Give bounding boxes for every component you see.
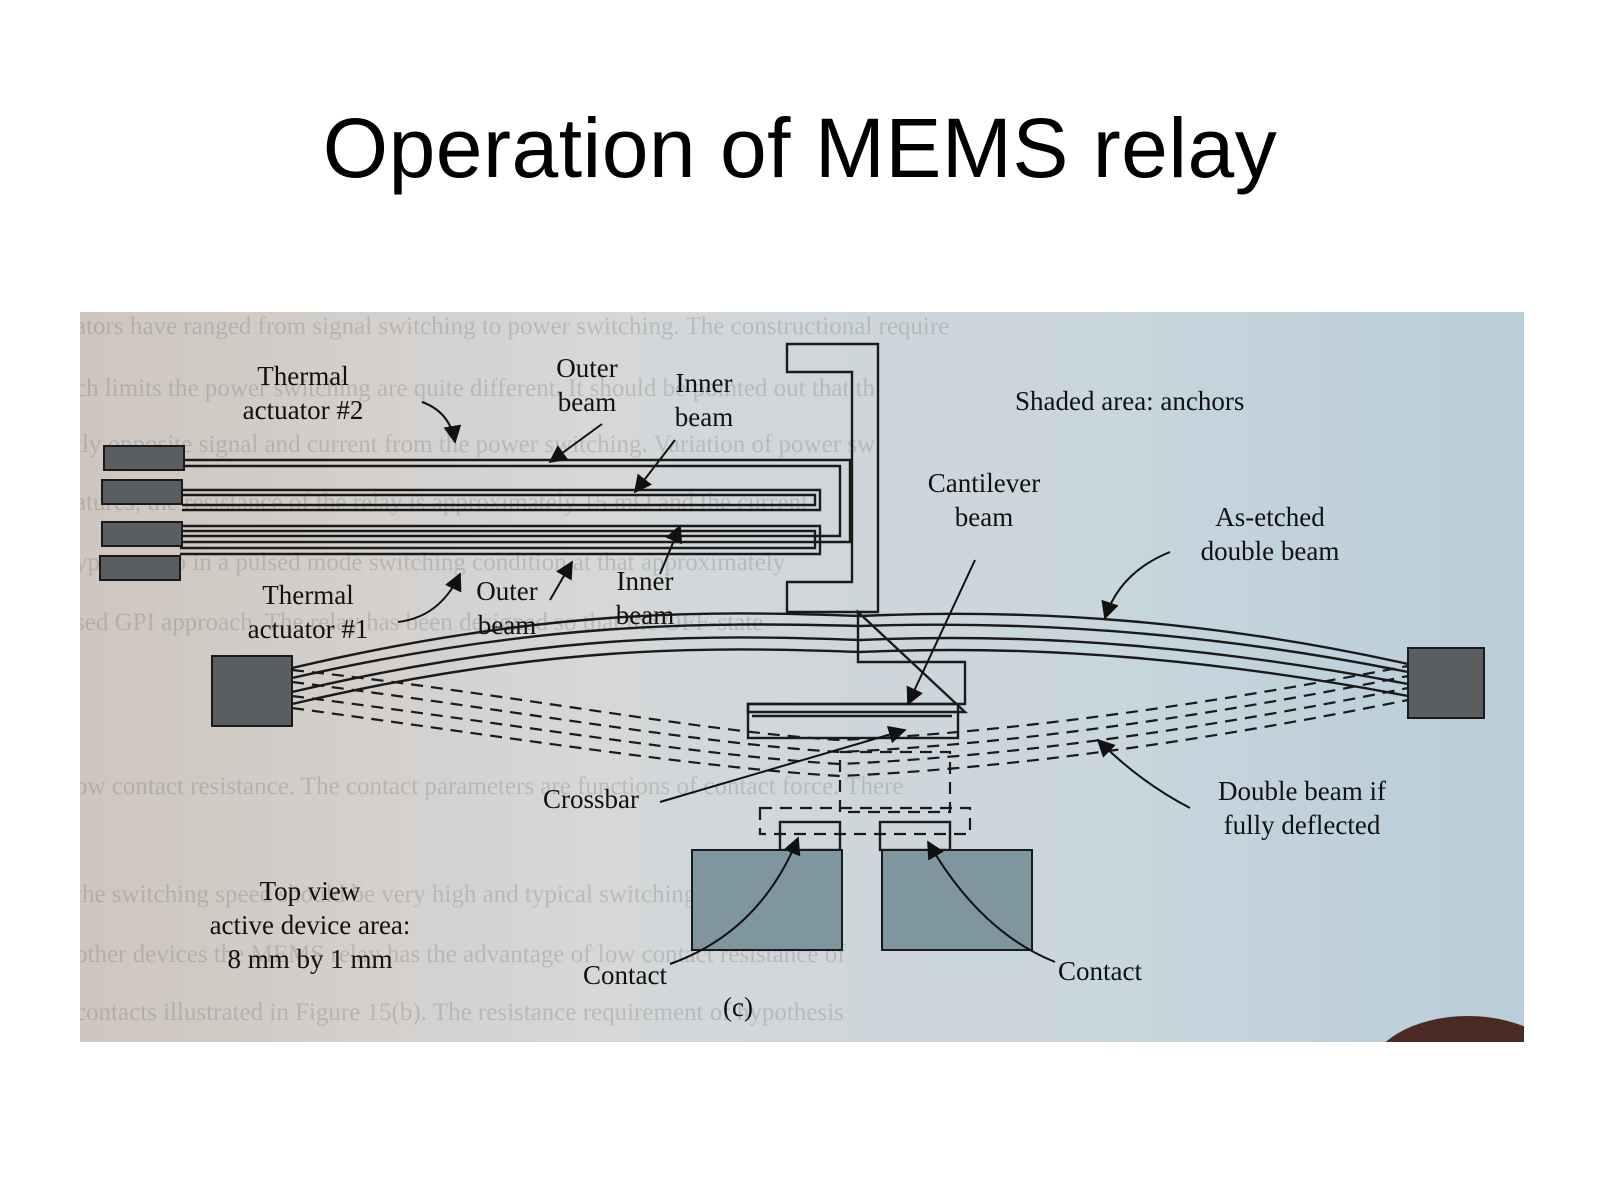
arrow-as-etched bbox=[1101, 551, 1171, 620]
mems-relay-diagram: ators have ranged from signal switching … bbox=[80, 313, 1524, 1042]
contact-tip-left bbox=[778, 820, 842, 852]
mems-relay-figure: ators have ranged from signal switching … bbox=[80, 312, 1524, 1042]
label-inner-beam-bottom-line1: Inner bbox=[617, 566, 674, 596]
label-inner-beam-bottom-line2: beam bbox=[616, 600, 674, 630]
double-beam-curve bbox=[291, 623, 1409, 680]
bg-text-line: ch limits the power switching are quite … bbox=[80, 375, 876, 402]
anchor-pad bbox=[101, 521, 183, 547]
arrow-actuator-1 bbox=[397, 572, 462, 623]
inner-beam-loop-bottom bbox=[180, 524, 822, 556]
label-thermal-actuator-2-line2: actuator #2 bbox=[243, 395, 364, 425]
bg-text-line: tly opposite signal and current from the… bbox=[80, 431, 875, 458]
label-cantilever-line2: beam bbox=[955, 502, 1013, 532]
actuator-2-anchors bbox=[99, 445, 185, 581]
arrow-contact-right bbox=[927, 840, 1056, 963]
label-outer-beam-bottom-line1: Outer bbox=[476, 576, 537, 606]
anchor-pad bbox=[103, 445, 185, 471]
label-double-beam-deflected-line2: fully deflected bbox=[1224, 810, 1381, 840]
double-beam-curve bbox=[291, 636, 1409, 694]
diagram-labels: Thermal actuator #2 Outer beam Inner bea… bbox=[210, 353, 1386, 1022]
bg-text-line: sed GPI approach. The relay has been des… bbox=[80, 609, 763, 636]
deflected-crossbar-outline bbox=[838, 750, 952, 814]
label-top-view-line2: active device area: bbox=[210, 910, 411, 940]
actuator-shuttle bbox=[785, 342, 880, 614]
deflected-beam-curve bbox=[291, 686, 1409, 766]
right-anchor bbox=[1407, 647, 1485, 719]
central-shuttle bbox=[746, 342, 969, 740]
arrow-crossbar bbox=[659, 725, 907, 803]
deflected-beam-curve bbox=[291, 674, 1409, 754]
inner-beam-loop-top bbox=[182, 488, 822, 512]
deflected-crossbar bbox=[758, 806, 972, 836]
label-inner-beam-top-line1: Inner bbox=[676, 368, 733, 398]
label-outer-beam-top-line1: Outer bbox=[556, 353, 617, 383]
contact-region bbox=[691, 750, 1033, 951]
anchor-pad bbox=[99, 555, 181, 581]
label-thermal-actuator-1-line2: actuator #1 bbox=[248, 614, 369, 644]
label-inner-beam-top-line2: beam bbox=[675, 402, 733, 432]
anchor-pad bbox=[101, 479, 183, 505]
deflected-double-beam bbox=[291, 664, 1409, 778]
label-outer-beam-bottom-line2: beam bbox=[478, 610, 536, 640]
arrow-contact-left bbox=[669, 836, 801, 965]
contact-tip-right bbox=[878, 820, 952, 852]
deflected-beam-curve bbox=[291, 664, 1409, 742]
crossbar-body bbox=[746, 702, 960, 740]
arrow-inner-beam-bottom bbox=[659, 524, 683, 575]
actuator-2-beams bbox=[180, 458, 852, 556]
annotation-arrows bbox=[397, 401, 1191, 965]
as-etched-double-beam bbox=[291, 612, 1409, 706]
arrow-outer-beam-bottom bbox=[549, 560, 573, 601]
arrow-inner-beam-top bbox=[633, 439, 676, 494]
label-as-etched-line2: double beam bbox=[1201, 536, 1340, 566]
bg-text-line: atures, the resistance of the relay is a… bbox=[80, 489, 808, 516]
label-top-view-line3: 8 mm by 1 mm bbox=[227, 944, 392, 974]
label-thermal-actuator-2-line1: Thermal bbox=[257, 361, 348, 391]
left-anchor bbox=[211, 655, 293, 727]
outer-beam-loop bbox=[182, 458, 852, 544]
contact-pad-right bbox=[881, 849, 1033, 951]
label-thermal-actuator-1-line1: Thermal bbox=[262, 580, 353, 610]
figure-caption: (c) bbox=[723, 992, 753, 1022]
label-cantilever-line1: Cantilever bbox=[928, 468, 1040, 498]
slide-title: Operation of MEMS relay bbox=[322, 101, 1278, 195]
contact-pad-left bbox=[691, 849, 843, 951]
label-contact-left: Contact bbox=[583, 960, 667, 990]
label-shaded-area: Shaded area: anchors bbox=[1015, 386, 1244, 416]
bg-text-line: ators have ranged from signal switching … bbox=[80, 313, 949, 340]
finger-shadow bbox=[1385, 1016, 1524, 1042]
bg-text-line: bw contact resistance. The contact param… bbox=[80, 773, 904, 800]
arrow-double-beam-deflected bbox=[1096, 738, 1191, 809]
label-top-view-line1: Top view bbox=[260, 876, 361, 906]
double-beam-curve bbox=[291, 612, 1409, 670]
arrow-actuator-2 bbox=[421, 401, 462, 444]
label-as-etched-line1: As-etched bbox=[1215, 502, 1325, 532]
bg-text-line: contacts illustrated in Figure 15(b). Th… bbox=[80, 999, 844, 1026]
arrow-outer-beam-top bbox=[548, 423, 603, 464]
arrow-cantilever bbox=[906, 559, 976, 706]
label-contact-right: Contact bbox=[1058, 956, 1142, 986]
label-crossbar: Crossbar bbox=[543, 784, 639, 814]
deflected-beam-curve bbox=[291, 698, 1409, 778]
label-double-beam-deflected-line1: Double beam if bbox=[1218, 776, 1386, 806]
double-beam-curve bbox=[291, 648, 1409, 706]
background-page-text: ators have ranged from signal switching … bbox=[80, 313, 949, 1026]
label-outer-beam-top-line2: beam bbox=[558, 387, 616, 417]
